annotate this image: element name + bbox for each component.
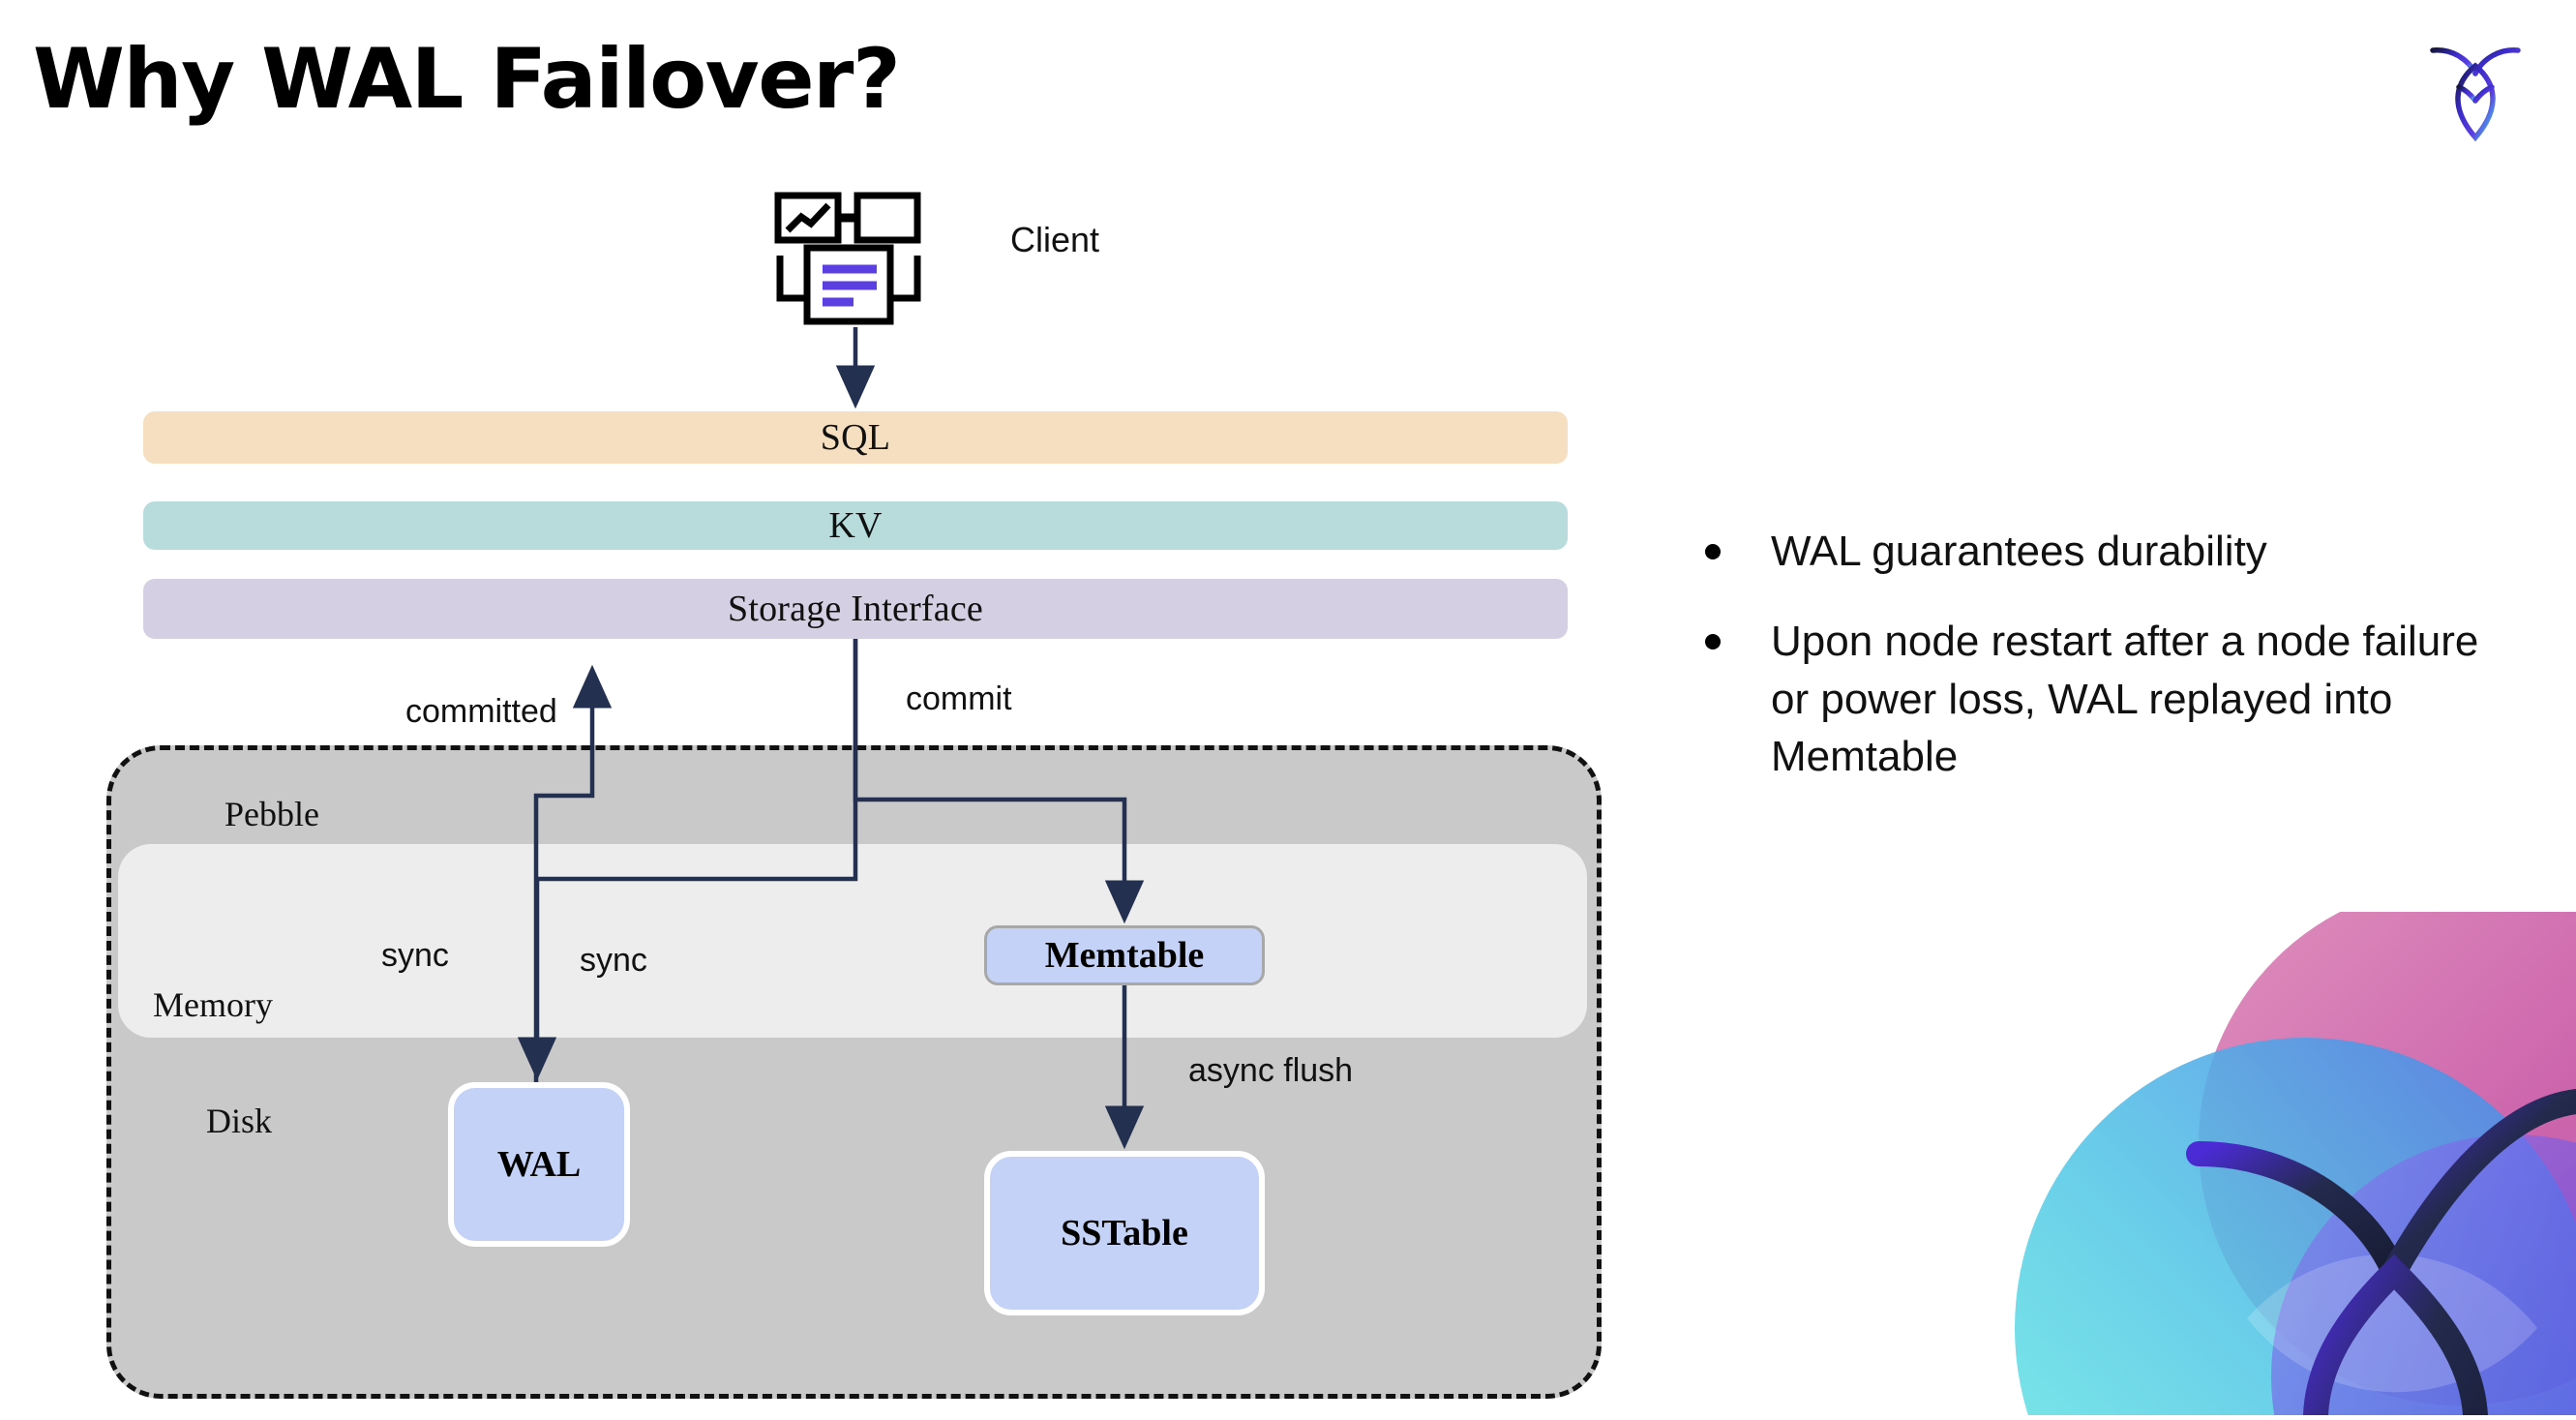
node-wal[interactable]: WAL [448,1082,630,1247]
layer-kv-label: KV [828,505,883,546]
edge-label-sync-right: sync [580,942,647,979]
node-memtable[interactable]: Memtable [984,925,1265,985]
list-item: WAL guarantees durability [1705,523,2499,580]
memory-label: Memory [153,985,273,1024]
edge-label-commit: commit [906,680,1012,717]
layer-sql[interactable]: SQL [143,411,1568,464]
edge-label-async-flush: async flush [1188,1052,1354,1089]
edge-label-sync-left: sync [381,937,449,974]
bullet-list: WAL guarantees durability Upon node rest… [1705,523,2499,819]
layer-kv[interactable]: KV [143,501,1568,550]
bullet-text: Upon node restart after a node failure o… [1771,618,2479,781]
decorative-circles-graphic [1957,912,2576,1415]
edge-label-committed: committed [405,693,557,730]
bullet-text: WAL guarantees durability [1771,528,2267,575]
layer-storage-interface[interactable]: Storage Interface [143,579,1568,639]
memory-region [118,844,1587,1038]
node-sstable[interactable]: SSTable [984,1151,1265,1315]
client-label: Client [1010,220,1100,259]
pebble-label: Pebble [225,795,319,833]
node-wal-label: WAL [496,1144,582,1185]
layer-storage-label: Storage Interface [728,589,983,629]
bullet-dot-icon [1705,634,1721,650]
node-sstable-label: SSTable [1061,1213,1188,1254]
bullet-dot-icon [1705,544,1721,559]
node-memtable-label: Memtable [1044,935,1205,976]
layer-sql-label: SQL [820,417,891,458]
list-item: Upon node restart after a node failure o… [1705,613,2499,785]
page-title: Why WAL Failover? [33,31,901,128]
cockroachdb-logo-icon [2417,29,2533,145]
disk-label: Disk [206,1102,273,1140]
client-dashboard-icon [774,192,929,327]
